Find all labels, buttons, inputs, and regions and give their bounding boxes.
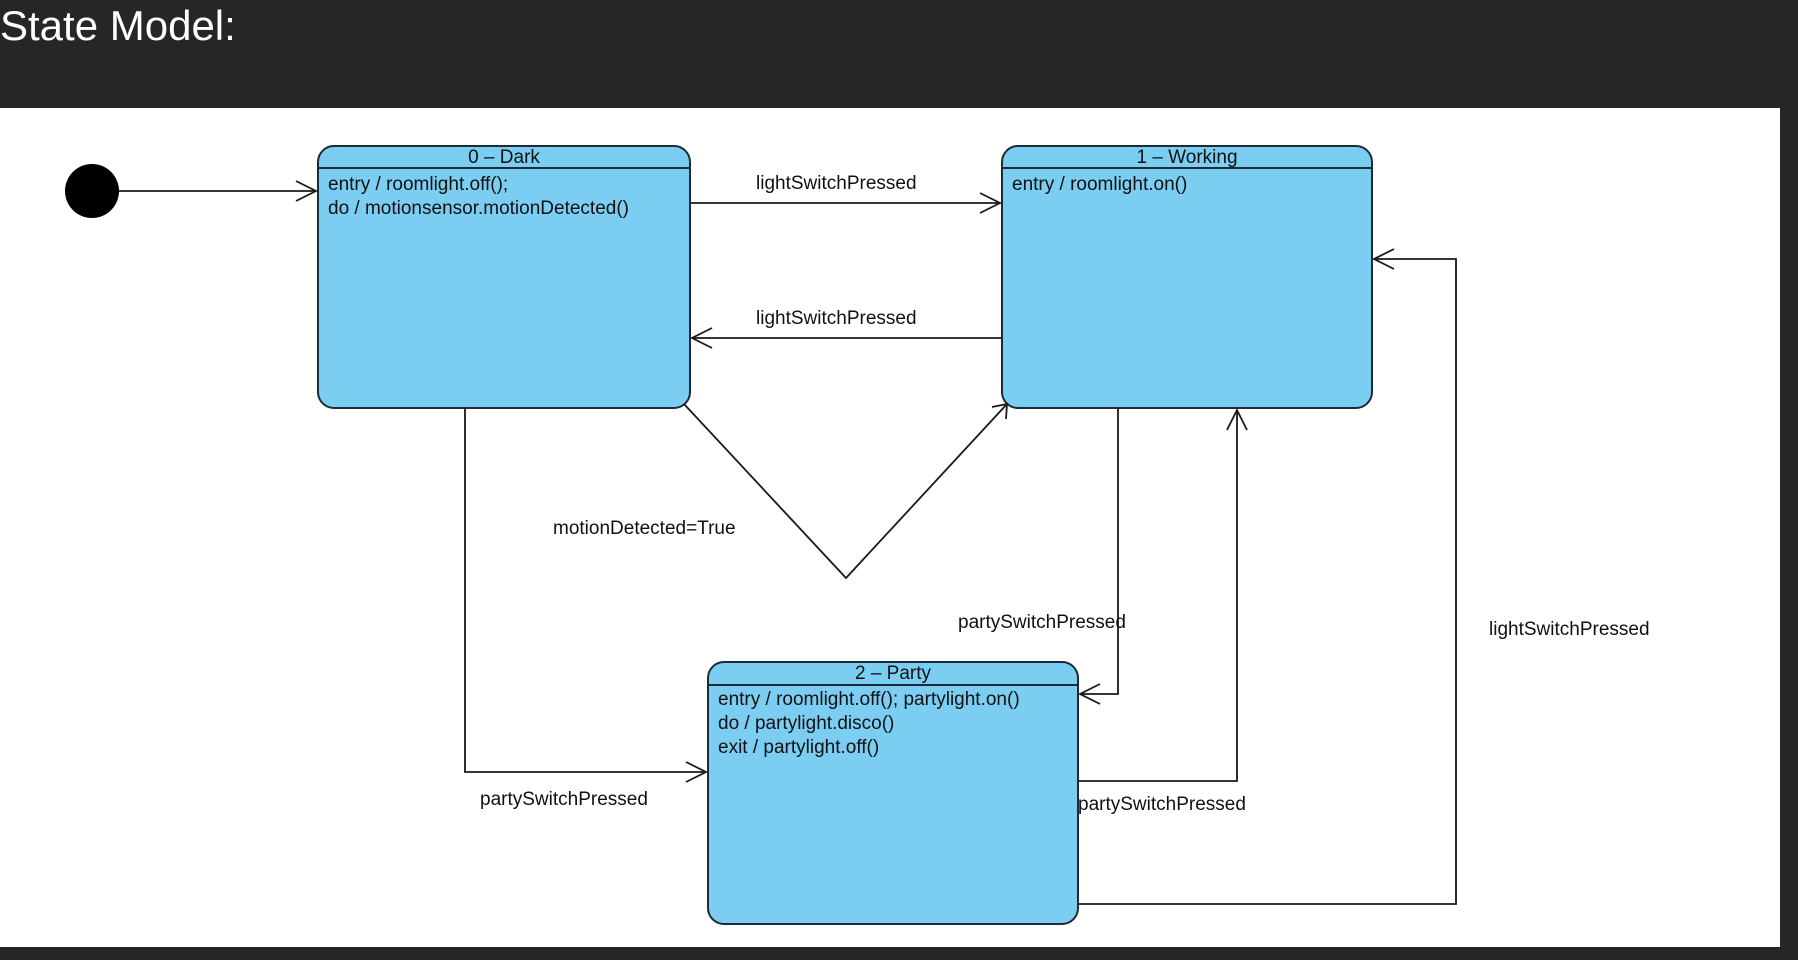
transition-dark-to-working-motion: motionDetected=True xyxy=(553,402,1008,580)
transition-label: lightSwitchPressed xyxy=(756,173,917,194)
page-title: State Model: xyxy=(0,2,236,49)
transition-working-to-party: partySwitchPressed xyxy=(958,408,1126,705)
state-diagram: 0 – Dark entry / roomlight.off(); do / m… xyxy=(65,145,1650,925)
transition-label: partySwitchPressed xyxy=(1078,794,1246,815)
state-dark-action: do / motionsensor.motionDetected() xyxy=(328,198,629,219)
transition-dark-to-party: partySwitchPressed xyxy=(464,408,709,810)
diagram-canvas: 0 – Dark entry / roomlight.off(); do / m… xyxy=(0,108,1780,947)
state-working-title: 1 – Working xyxy=(1136,147,1237,168)
transition-label: lightSwitchPressed xyxy=(756,308,917,329)
state-party-action: exit / partylight.off() xyxy=(718,737,879,758)
state-party-action: do / partylight.disco() xyxy=(718,713,894,734)
transition-dark-to-working: lightSwitchPressed xyxy=(690,173,1003,214)
state-working-action: entry / roomlight.on() xyxy=(1012,174,1187,195)
transition-party-to-working-light: lightSwitchPressed xyxy=(1078,248,1650,905)
transition-label: motionDetected=True xyxy=(553,518,736,539)
initial-state xyxy=(65,164,119,218)
transition-working-to-dark: lightSwitchPressed xyxy=(689,308,1002,349)
state-party-action: entry / roomlight.off(); partylight.on() xyxy=(718,689,1020,710)
state-dark-title: 0 – Dark xyxy=(468,147,540,168)
state-party[interactable]: 2 – Party entry / roomlight.off(); party… xyxy=(707,661,1079,925)
transition-label: partySwitchPressed xyxy=(958,612,1126,633)
initial-transition-arrowhead xyxy=(295,180,319,202)
state-party-title: 2 – Party xyxy=(855,663,932,684)
state-dark[interactable]: 0 – Dark entry / roomlight.off(); do / m… xyxy=(317,145,691,409)
transition-label: lightSwitchPressed xyxy=(1489,619,1650,640)
transition-party-to-working: partySwitchPressed xyxy=(1078,407,1248,815)
transition-label: partySwitchPressed xyxy=(480,789,648,810)
state-dark-action: entry / roomlight.off(); xyxy=(328,174,508,195)
state-working[interactable]: 1 – Working entry / roomlight.on() xyxy=(1001,145,1373,409)
